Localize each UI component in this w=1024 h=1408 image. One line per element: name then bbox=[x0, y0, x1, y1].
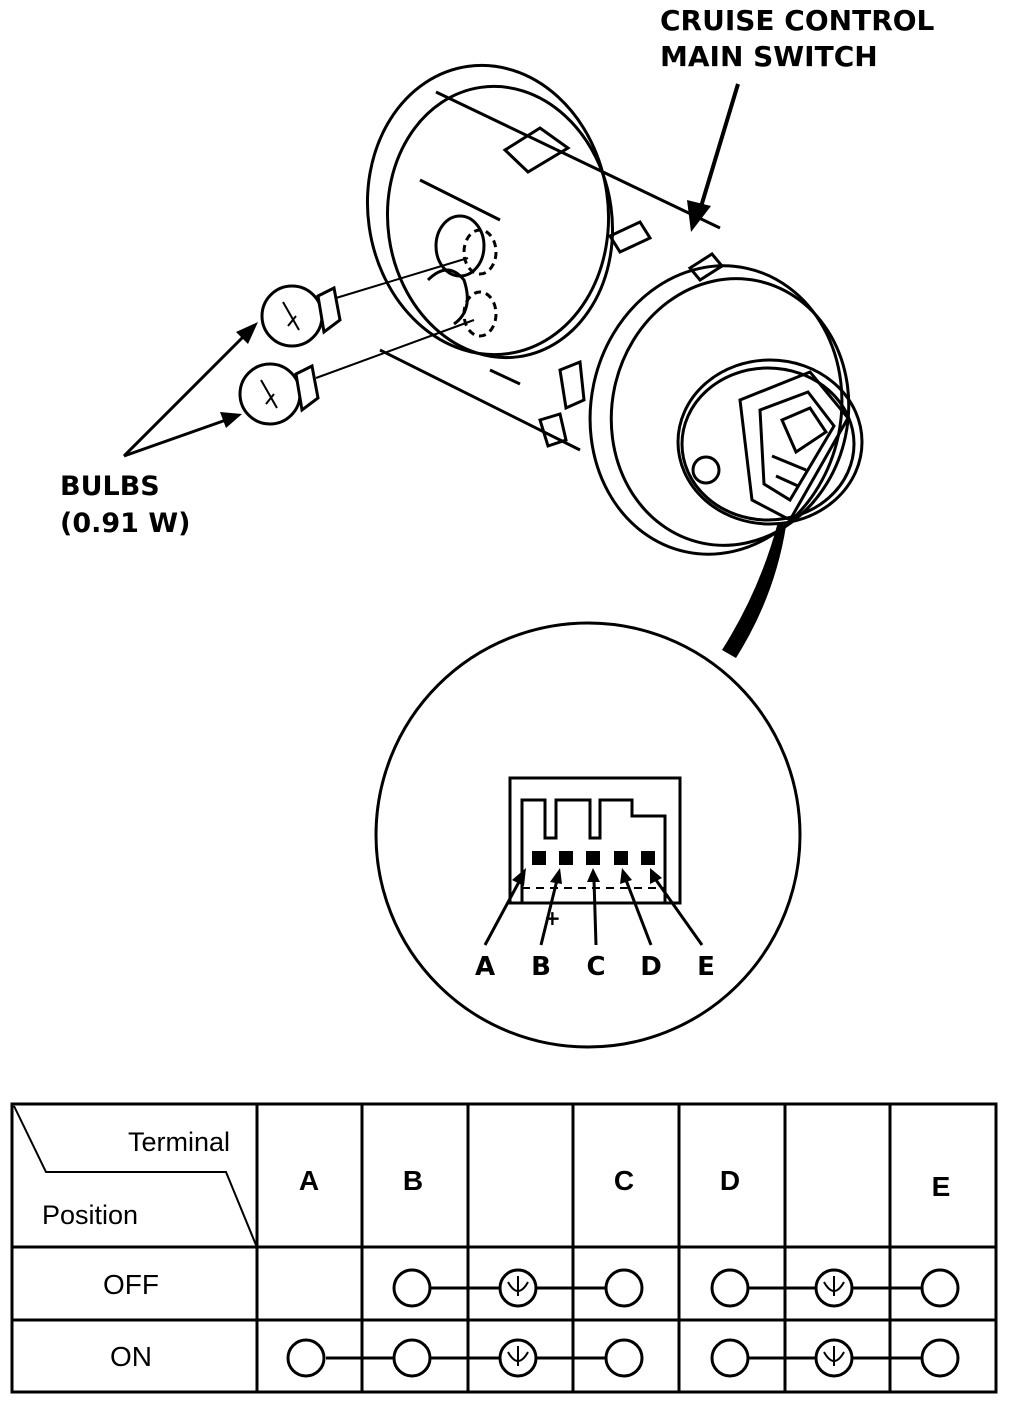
pin-label-d: D bbox=[640, 952, 662, 982]
bulbs-label-line2: (0.91 W) bbox=[60, 508, 190, 539]
bulbs-label-line1: BULBS bbox=[60, 471, 160, 502]
pin-label-a: A bbox=[475, 952, 495, 982]
pin-b-mark: + bbox=[544, 906, 561, 930]
off-row-continuity bbox=[392, 1268, 960, 1308]
col-header-d: D bbox=[720, 1165, 740, 1196]
connector-pins bbox=[532, 851, 655, 865]
col-header-a: A bbox=[299, 1165, 319, 1196]
col-header-c: C bbox=[614, 1165, 634, 1196]
bulb-lower bbox=[238, 362, 320, 426]
main-switch-label-line1: CRUISE CONTROL bbox=[660, 4, 935, 37]
corner-terminal-label: Terminal bbox=[128, 1127, 230, 1157]
on-row-continuity bbox=[286, 1338, 960, 1378]
col-header-b: B bbox=[403, 1165, 423, 1196]
continuity-table bbox=[10, 1102, 998, 1394]
row-label-on: ON bbox=[110, 1341, 152, 1372]
bulb-upper bbox=[260, 284, 342, 348]
switch-body bbox=[365, 63, 864, 556]
row-label-off: OFF bbox=[103, 1269, 159, 1300]
pin-label-b: B bbox=[531, 952, 551, 982]
col-header-e: E bbox=[932, 1171, 951, 1202]
bulb-guide-lines bbox=[315, 257, 475, 379]
main-switch-label-line2: MAIN SWITCH bbox=[660, 40, 878, 73]
bulbs-arrows bbox=[122, 322, 258, 458]
table-column-headers: A B C D E bbox=[299, 1165, 950, 1202]
corner-position-label: Position bbox=[42, 1200, 138, 1230]
pin-label-c: C bbox=[586, 952, 605, 982]
connector-detail-circle bbox=[374, 621, 802, 1049]
pin-leader-lines bbox=[483, 868, 704, 946]
pin-label-e: E bbox=[697, 952, 715, 982]
pin-labels: A B C D E bbox=[475, 952, 715, 982]
zoom-leader bbox=[722, 522, 786, 658]
main-switch-arrow bbox=[687, 83, 740, 232]
